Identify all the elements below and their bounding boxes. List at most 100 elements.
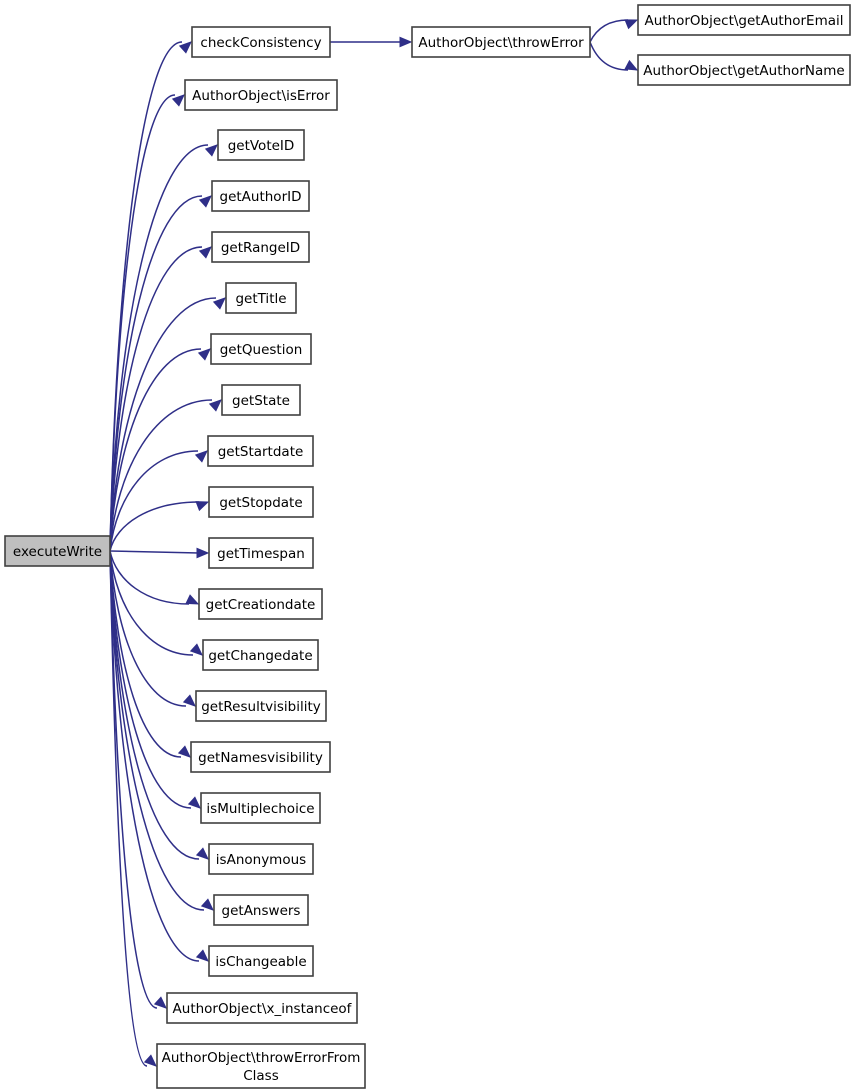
node-get-startdate[interactable]: getStartdate — [207, 435, 314, 467]
edge-execute-write-to-is-error — [109, 94, 185, 552]
node-box-throw-error[interactable] — [411, 26, 591, 58]
node-label-get-creationdate: getCreationdate — [206, 597, 316, 613]
node-box-get-question[interactable] — [210, 333, 312, 365]
node-box-get-author-name[interactable] — [637, 54, 851, 86]
node-get-author-id[interactable]: getAuthorID — [211, 180, 310, 212]
node-label-get-author-id: getAuthorID — [220, 189, 302, 205]
node-box-is-changeable[interactable] — [208, 945, 314, 977]
node-label-check-consistency: checkConsistency — [200, 35, 321, 51]
node-is-multiplechoice[interactable]: isMultiplechoice — [200, 792, 321, 824]
node-get-namesvisibility[interactable]: getNamesvisibility — [190, 741, 331, 773]
node-label-get-question: getQuestion — [220, 342, 303, 358]
node-box-get-vote-id[interactable] — [217, 129, 305, 161]
node-box-throw-error-from-class[interactable] — [156, 1043, 366, 1089]
edge-execute-write-to-get-stopdate — [109, 501, 210, 552]
node-label-get-stopdate: getStopdate — [219, 495, 302, 511]
node-label-get-author-name: AuthorObject\getAuthorName — [643, 63, 844, 79]
node-box-get-range-id[interactable] — [211, 231, 310, 263]
edge-layer — [109, 19, 639, 1067]
node-box-is-multiplechoice[interactable] — [200, 792, 321, 824]
node-box-get-state[interactable] — [221, 384, 301, 416]
node-get-author-email[interactable]: AuthorObject\getAuthorEmail — [637, 4, 851, 36]
edge-execute-write-to-get-answers — [109, 550, 214, 911]
node-get-changedate[interactable]: getChangedate — [202, 639, 319, 671]
node-layer: executeWritecheckConsistencyAuthorObject… — [4, 4, 851, 1089]
node-label-throw-error: AuthorObject\throwError — [418, 35, 584, 51]
node-box-execute-write[interactable] — [4, 535, 111, 567]
edge-execute-write-to-check-consistency — [109, 41, 192, 552]
node-label-get-timespan: getTimespan — [217, 546, 305, 562]
node-box-get-answers[interactable] — [213, 894, 309, 926]
node-box-get-author-email[interactable] — [637, 4, 851, 36]
node-label-get-vote-id: getVoteID — [228, 138, 295, 154]
node-box-get-timespan[interactable] — [208, 537, 314, 569]
edge-execute-write-to-is-multiplechoice — [109, 550, 201, 809]
node-box-x-instanceof[interactable] — [166, 992, 358, 1024]
edge-execute-write-to-throw-error-from-class — [109, 550, 157, 1067]
node-throw-error[interactable]: AuthorObject\throwError — [411, 26, 591, 58]
node-box-get-namesvisibility[interactable] — [190, 741, 331, 773]
node-box-get-resultvisibility[interactable] — [195, 690, 327, 722]
node-get-vote-id[interactable]: getVoteID — [217, 129, 305, 161]
edge-execute-write-to-get-creationdate — [109, 550, 200, 605]
node-is-error[interactable]: AuthorObject\isError — [184, 79, 338, 111]
edge-check-consistency-to-throw-error — [330, 36, 413, 48]
node-box-get-title[interactable] — [225, 282, 297, 314]
node-check-consistency[interactable]: checkConsistency — [191, 26, 331, 58]
node-box-get-startdate[interactable] — [207, 435, 314, 467]
node-box-check-consistency[interactable] — [191, 26, 331, 58]
node-label-get-startdate: getStartdate — [218, 444, 304, 460]
node-label-is-anonymous: isAnonymous — [216, 852, 306, 868]
node-is-changeable[interactable]: isChangeable — [208, 945, 314, 977]
edge-execute-write-to-get-author-id — [109, 195, 212, 552]
node-label-get-resultvisibility: getResultvisibility — [201, 699, 321, 715]
edge-execute-write-to-get-startdate — [109, 450, 208, 552]
node-box-is-error[interactable] — [184, 79, 338, 111]
node-label-get-range-id: getRangeID — [221, 240, 300, 256]
node-label-get-author-email: AuthorObject\getAuthorEmail — [644, 13, 843, 29]
edge-execute-write-to-get-namesvisibility — [109, 550, 191, 758]
node-box-get-author-id[interactable] — [211, 180, 310, 212]
node-x-instanceof[interactable]: AuthorObject\x_instanceof — [166, 992, 358, 1024]
edge-execute-write-to-is-anonymous — [109, 550, 209, 860]
node-get-creationdate[interactable]: getCreationdate — [198, 588, 323, 620]
node-label-is-multiplechoice: isMultiplechoice — [206, 801, 314, 817]
node-label-x-instanceof: AuthorObject\x_instanceof — [173, 1001, 353, 1017]
node-label-get-answers: getAnswers — [222, 903, 301, 919]
node-label-is-changeable: isChangeable — [215, 954, 306, 970]
node-box-get-stopdate[interactable] — [208, 486, 314, 518]
node-label-get-changedate: getChangedate — [208, 648, 312, 664]
node-get-resultvisibility[interactable]: getResultvisibility — [195, 690, 327, 722]
node-get-timespan[interactable]: getTimespan — [208, 537, 314, 569]
node-execute-write[interactable]: executeWrite — [4, 535, 111, 567]
edge-throw-error-to-get-author-email — [589, 19, 639, 43]
edge-execute-write-to-get-state — [109, 399, 222, 552]
edge-execute-write-to-get-range-id — [109, 246, 212, 552]
node-box-get-changedate[interactable] — [202, 639, 319, 671]
edge-execute-write-to-get-timespan — [109, 547, 210, 559]
node-get-answers[interactable]: getAnswers — [213, 894, 309, 926]
node-get-state[interactable]: getState — [221, 384, 301, 416]
edge-execute-write-to-get-resultvisibility — [109, 550, 196, 707]
node-label-get-namesvisibility: getNamesvisibility — [198, 750, 323, 766]
node-label-execute-write: executeWrite — [13, 544, 102, 560]
edge-execute-write-to-x-instanceof — [109, 550, 167, 1009]
node-label-get-state: getState — [232, 393, 290, 409]
node-is-anonymous[interactable]: isAnonymous — [208, 843, 314, 875]
edge-execute-write-to-get-title — [109, 297, 226, 552]
node-label-get-title: getTitle — [235, 291, 286, 307]
node-get-question[interactable]: getQuestion — [210, 333, 312, 365]
edge-execute-write-to-get-changedate — [109, 550, 203, 656]
edge-execute-write-to-is-changeable — [109, 550, 209, 962]
edge-throw-error-to-get-author-name — [589, 41, 639, 71]
node-get-stopdate[interactable]: getStopdate — [208, 486, 314, 518]
node-get-title[interactable]: getTitle — [225, 282, 297, 314]
node-label-is-error: AuthorObject\isError — [192, 88, 330, 104]
node-box-is-anonymous[interactable] — [208, 843, 314, 875]
node-get-author-name[interactable]: AuthorObject\getAuthorName — [637, 54, 851, 86]
node-box-get-creationdate[interactable] — [198, 588, 323, 620]
node-get-range-id[interactable]: getRangeID — [211, 231, 310, 263]
